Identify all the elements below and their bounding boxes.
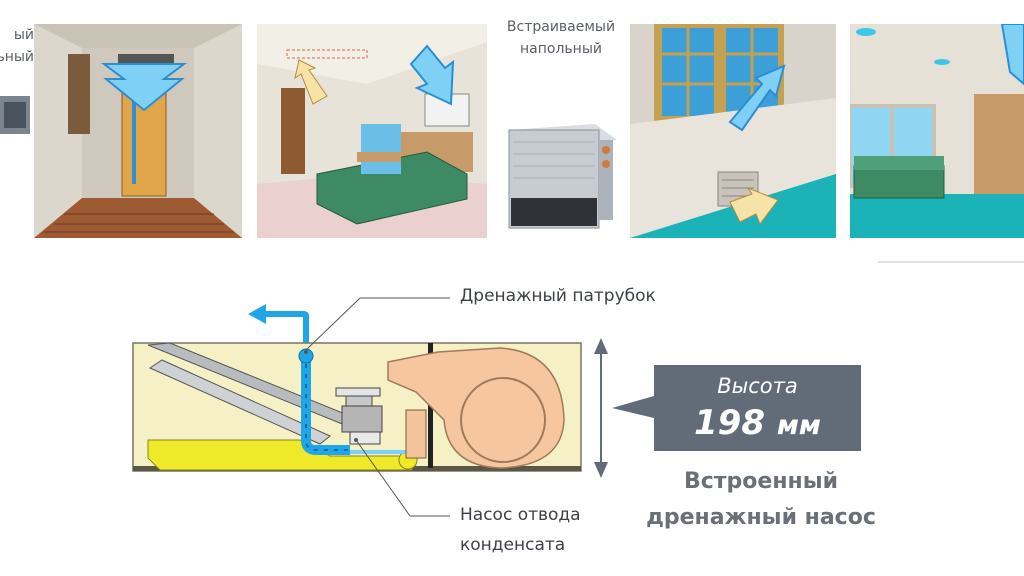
leader-drain-pipe bbox=[305, 297, 450, 351]
partial-label: ый ьный bbox=[0, 27, 34, 65]
callout-drain-pipe: Дренажный патрубок bbox=[460, 286, 656, 306]
window-room-illustration bbox=[630, 24, 836, 238]
coil-lower bbox=[148, 359, 331, 445]
partition-wall bbox=[405, 409, 427, 459]
partial-unit-illustration bbox=[0, 96, 30, 134]
callout-pump-line1: Насос отвода bbox=[460, 505, 581, 525]
built-in-line2: дренажный насос bbox=[646, 505, 876, 530]
drain-outflow-arrow bbox=[262, 311, 309, 350]
bedroom-illustration bbox=[257, 24, 487, 238]
separator-line bbox=[878, 261, 1024, 263]
partial-panel-left: ый ьный bbox=[0, 18, 38, 158]
blower-wheel bbox=[460, 377, 546, 463]
living-room-illustration bbox=[850, 24, 1024, 238]
height-value-line: 198 мм bbox=[654, 403, 861, 443]
height-badge: Высота 198 мм bbox=[654, 365, 861, 451]
callout-pump-line2: конденсата bbox=[460, 535, 566, 555]
height-value: 198 bbox=[694, 403, 765, 443]
hallway-illustration bbox=[34, 24, 242, 238]
floor-unit-illustration bbox=[505, 120, 625, 230]
built-in-line1: Встроенный bbox=[683, 469, 839, 494]
height-unit: мм bbox=[776, 410, 821, 441]
height-label: Высота bbox=[717, 374, 798, 398]
leader-pump bbox=[355, 439, 450, 517]
badge-pointer bbox=[612, 396, 654, 418]
floor-unit-label: Встраиваемый напольный bbox=[506, 19, 616, 57]
drain-pipe-inlet bbox=[298, 348, 314, 364]
